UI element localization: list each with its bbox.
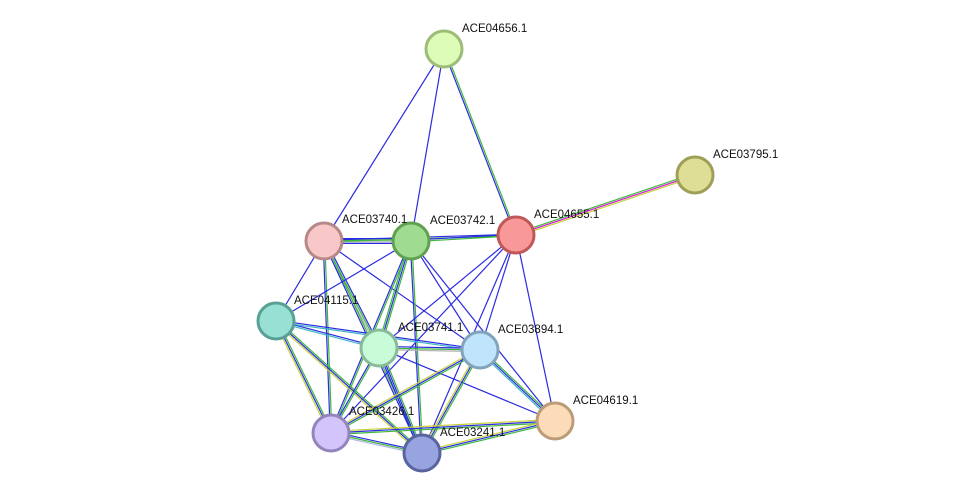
- edge-line: [515, 234, 556, 422]
- edge-line: [421, 420, 556, 454]
- node-label-ace04656-1: ACE04656.1: [462, 23, 527, 35]
- edge-ace04655-1-ace04619-1: [515, 234, 556, 422]
- node-label-ace03426-1: ACE03426.1: [349, 406, 414, 418]
- node-ace03742-1[interactable]: [391, 221, 431, 261]
- edge-line: [378, 234, 517, 349]
- node-label-ace03894-1: ACE03894.1: [498, 324, 563, 336]
- edge-line: [276, 320, 333, 433]
- edge-line: [275, 320, 332, 434]
- edge-line: [274, 321, 422, 455]
- edge-line: [324, 240, 333, 433]
- edge-ace04655-1-ace03795-1: [515, 172, 696, 238]
- node-label-ace04619-1: ACE04619.1: [573, 395, 638, 407]
- node-ace04655-1[interactable]: [496, 215, 536, 255]
- edge-line: [422, 350, 482, 455]
- edge-ace03741-1-ace04619-1: [378, 347, 556, 422]
- edge-line: [442, 49, 516, 236]
- node-ace04115-1[interactable]: [256, 301, 296, 341]
- edge-ace03894-1-ace03241-1: [420, 348, 482, 455]
- edge-line: [323, 240, 481, 351]
- edge-ace04115-1-ace03426-1: [274, 320, 333, 434]
- edge-line: [331, 421, 556, 436]
- edge-line: [479, 234, 517, 351]
- node-layer: [256, 29, 715, 473]
- node-ace03894-1[interactable]: [460, 330, 500, 370]
- edge-ace03740-1-ace03894-1: [323, 240, 481, 351]
- edge-line: [420, 348, 480, 453]
- node-ace03426-1[interactable]: [311, 413, 351, 453]
- edge-line: [421, 349, 481, 454]
- edge-ace04655-1-ace03741-1: [378, 234, 517, 349]
- edge-ace03740-1-ace03426-1: [322, 240, 333, 434]
- node-label-ace03742-1: ACE03742.1: [430, 215, 495, 227]
- edge-line: [329, 348, 480, 433]
- node-label-ace04655-1: ACE04655.1: [534, 209, 599, 221]
- node-ace03741-1[interactable]: [359, 328, 399, 368]
- edge-line: [275, 240, 412, 322]
- node-label-ace03741-1: ACE03741.1: [398, 322, 463, 334]
- node-label-ace04115-1: ACE04115.1: [294, 295, 358, 307]
- node-label-ace03795-1: ACE03795.1: [713, 149, 778, 161]
- edge-line: [410, 48, 445, 242]
- edge-ace03894-1-ace03426-1: [329, 348, 482, 435]
- edge-ace04656-1-ace03742-1: [410, 48, 445, 242]
- node-label-ace03740-1: ACE03740.1: [342, 214, 407, 226]
- edge-ace04619-1-ace03241-1: [421, 418, 556, 456]
- edge-ace04655-1-ace03894-1: [479, 234, 517, 351]
- edge-line: [421, 418, 555, 453]
- edge-line: [422, 421, 556, 456]
- edge-line: [515, 172, 695, 235]
- edge-line: [323, 48, 445, 242]
- edge-ace04619-1-ace03426-1: [330, 418, 556, 436]
- edge-line: [330, 420, 556, 434]
- edge-ace03742-1-ace04115-1: [275, 240, 412, 322]
- edge-line: [274, 321, 331, 434]
- edge-line: [410, 240, 481, 351]
- edge-line: [330, 418, 555, 433]
- edge-ace03742-1-ace03894-1: [410, 240, 481, 351]
- node-ace03241-1[interactable]: [402, 433, 442, 473]
- node-ace03740-1[interactable]: [304, 221, 344, 261]
- edge-line: [515, 174, 696, 236]
- node-ace03795-1[interactable]: [675, 155, 715, 195]
- node-label-ace03241-1: ACE03241.1: [440, 427, 505, 439]
- edge-line: [444, 48, 518, 235]
- edge-line: [516, 175, 696, 238]
- node-ace04619-1[interactable]: [535, 401, 575, 441]
- edge-ace04656-1-ace03740-1: [323, 48, 445, 242]
- node-ace04656-1[interactable]: [424, 29, 464, 69]
- edge-ace04656-1-ace04655-1: [442, 48, 518, 236]
- edge-line: [331, 350, 482, 435]
- edge-line: [378, 347, 556, 422]
- edge-line: [324, 239, 381, 348]
- edge-line: [330, 349, 481, 434]
- edge-line: [322, 241, 331, 434]
